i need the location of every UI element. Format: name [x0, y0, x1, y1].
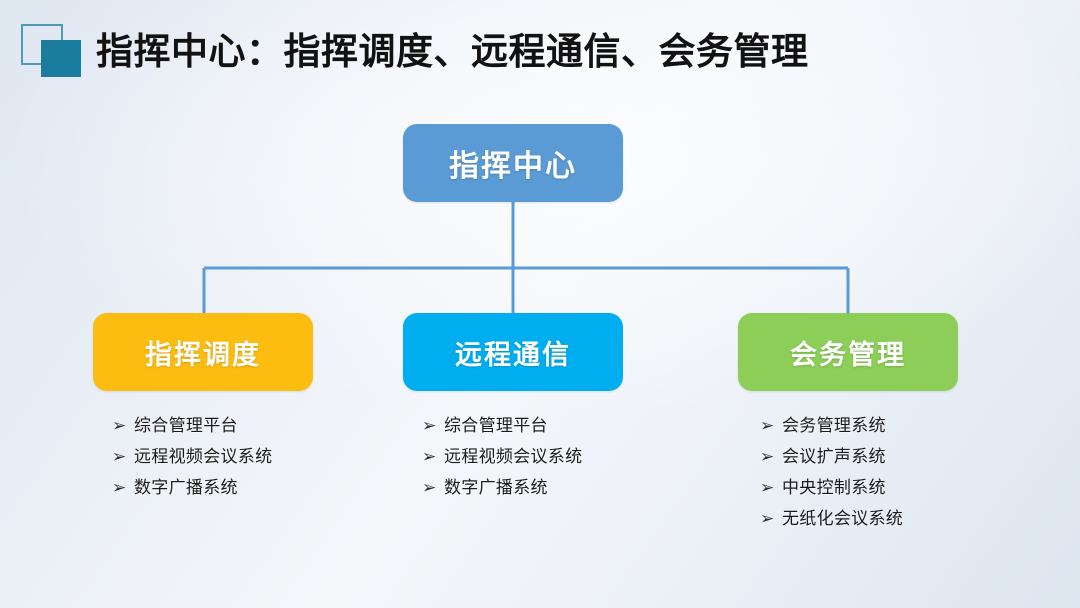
- bullet-list-branch-3: ➢ 会务管理系统 ➢ 会议扩声系统 ➢ 中央控制系统 ➢ 无纸化会议系统: [760, 415, 1020, 539]
- bullet-list-branch-1: ➢ 综合管理平台 ➢ 远程视频会议系统 ➢ 数字广播系统: [112, 415, 372, 508]
- arrowhead-bullet-icon: ➢: [760, 416, 775, 435]
- arrowhead-bullet-icon: ➢: [112, 478, 127, 497]
- node-branch-2[interactable]: 远程通信: [403, 313, 623, 391]
- logo-filled-square: [41, 40, 81, 77]
- arrowhead-bullet-icon: ➢: [422, 416, 437, 435]
- list-item-label: 中央控制系统: [782, 478, 886, 497]
- arrowhead-bullet-icon: ➢: [760, 447, 775, 466]
- list-item[interactable]: ➢ 数字广播系统: [112, 477, 372, 499]
- slide-header: 指挥中心：指挥调度、远程通信、会务管理: [0, 0, 1080, 96]
- list-item-label: 综合管理平台: [444, 416, 548, 435]
- list-item-label: 远程视频会议系统: [134, 447, 273, 466]
- list-item[interactable]: ➢ 无纸化会议系统: [760, 508, 1020, 530]
- list-item[interactable]: ➢ 中央控制系统: [760, 477, 1020, 499]
- list-item[interactable]: ➢ 会议扩声系统: [760, 446, 1020, 468]
- list-item[interactable]: ➢ 远程视频会议系统: [112, 446, 372, 468]
- node-branch-3[interactable]: 会务管理: [738, 313, 958, 391]
- list-item[interactable]: ➢ 远程视频会议系统: [422, 446, 682, 468]
- node-branch-3-label: 会务管理: [790, 339, 906, 370]
- overlapping-squares-icon: [18, 20, 82, 77]
- node-branch-2-label: 远程通信: [455, 339, 571, 370]
- list-item[interactable]: ➢ 综合管理平台: [112, 415, 372, 437]
- list-item[interactable]: ➢ 综合管理平台: [422, 415, 682, 437]
- arrowhead-bullet-icon: ➢: [422, 478, 437, 497]
- page-title: 指挥中心：指挥调度、远程通信、会务管理: [96, 31, 809, 72]
- bullet-list-branch-2: ➢ 综合管理平台 ➢ 远程视频会议系统 ➢ 数字广播系统: [422, 415, 682, 508]
- list-item-label: 会务管理系统: [782, 416, 886, 435]
- list-item-label: 无纸化会议系统: [782, 509, 904, 528]
- node-branch-1-label: 指挥调度: [145, 339, 261, 370]
- list-item-label: 远程视频会议系统: [444, 447, 583, 466]
- node-root[interactable]: 指挥中心: [403, 124, 623, 202]
- arrowhead-bullet-icon: ➢: [422, 447, 437, 466]
- list-item-label: 会议扩声系统: [782, 447, 886, 466]
- list-item-label: 数字广播系统: [444, 478, 548, 497]
- node-root-label: 指挥中心: [449, 150, 577, 183]
- list-item-label: 数字广播系统: [134, 478, 238, 497]
- arrowhead-bullet-icon: ➢: [112, 447, 127, 466]
- node-branch-1[interactable]: 指挥调度: [93, 313, 313, 391]
- list-item-label: 综合管理平台: [134, 416, 238, 435]
- list-item[interactable]: ➢ 数字广播系统: [422, 477, 682, 499]
- arrowhead-bullet-icon: ➢: [760, 509, 775, 528]
- arrowhead-bullet-icon: ➢: [112, 416, 127, 435]
- arrowhead-bullet-icon: ➢: [760, 478, 775, 497]
- list-item[interactable]: ➢ 会务管理系统: [760, 415, 1020, 437]
